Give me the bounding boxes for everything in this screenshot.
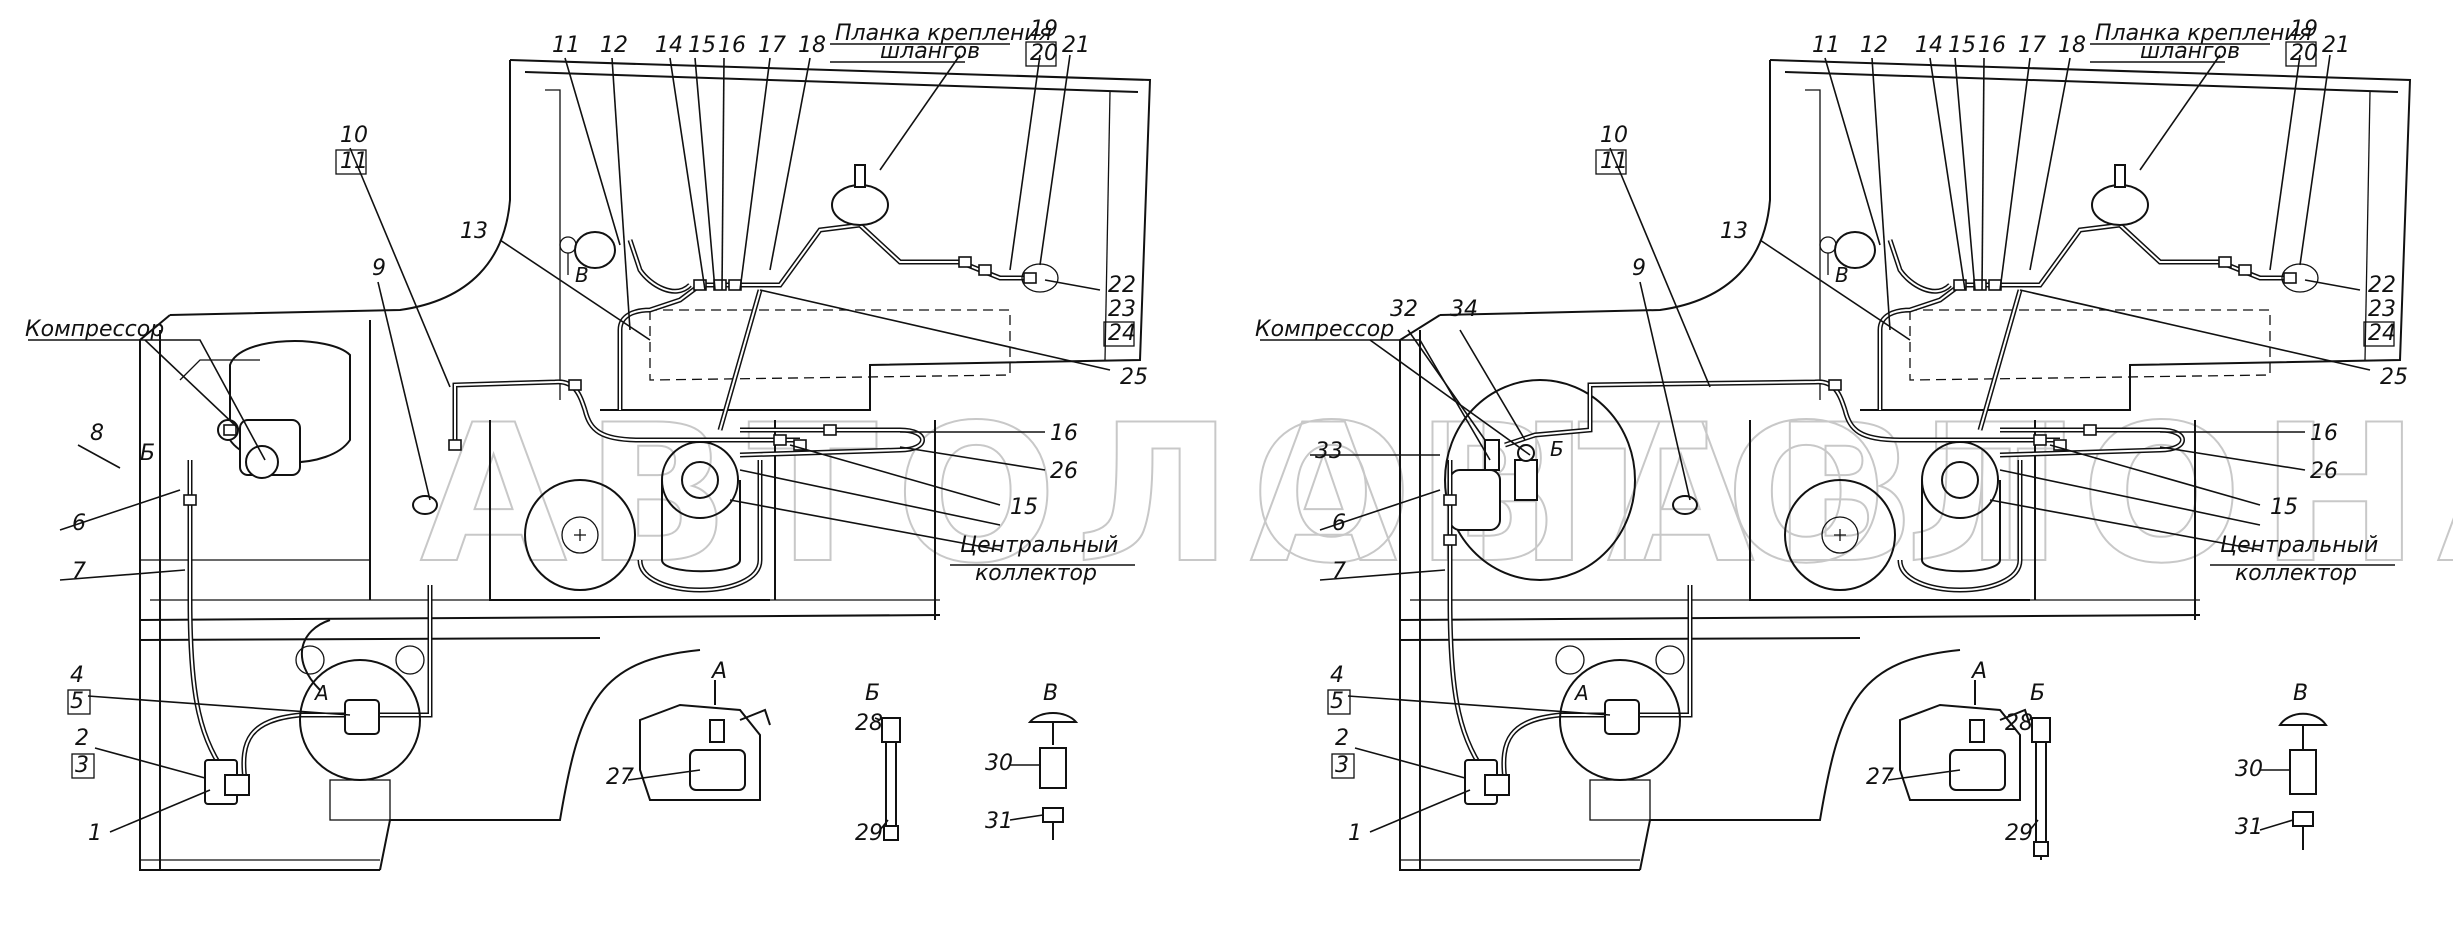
num-21: 21 [1062, 33, 1090, 58]
num-15-right-side: 15 [2270, 495, 2298, 520]
num-3-right: 3 [1335, 753, 1349, 778]
num-3: 3 [75, 753, 89, 778]
num-20-right: 20 [2290, 41, 2318, 66]
num-30-right: 30 [2235, 757, 2263, 782]
label-view-a-marker: А [313, 681, 329, 705]
label-detail-v: В [1043, 681, 1058, 706]
num-25-right: 25 [2380, 365, 2408, 390]
num-14: 14 [655, 33, 683, 58]
label-view-b-marker-right: Б [1550, 437, 1564, 461]
num-17: 17 [758, 33, 786, 58]
num-5-right: 5 [1330, 689, 1344, 714]
num-18: 18 [798, 33, 826, 58]
label-compressor-right: Компрессор [1255, 317, 1394, 342]
label-compressor: Компрессор [25, 317, 164, 342]
num-16-top: 16 [718, 33, 746, 58]
num-1: 1 [88, 821, 102, 846]
wheel-left [524, 479, 636, 591]
num-18-right: 18 [2058, 33, 2086, 58]
label-detail-b: Б [865, 681, 880, 706]
num-4-right: 4 [1330, 663, 1344, 688]
num-28-right: 28 [2005, 711, 2033, 736]
num-31: 31 [985, 809, 1013, 834]
num-2: 2 [75, 726, 89, 751]
label-detail-a-right: А [1970, 659, 1987, 684]
num-24-right: 24 [2368, 321, 2396, 346]
num-7: 7 [72, 559, 86, 584]
num-16-top-right: 16 [1978, 33, 2006, 58]
num-30: 30 [985, 751, 1013, 776]
num-27-right: 27 [1866, 765, 1894, 790]
num-22: 22 [1108, 273, 1136, 298]
num-29: 29 [855, 821, 883, 846]
num-19: 19 [1030, 17, 1058, 42]
label-central-1-right: Центральный [2220, 533, 2378, 558]
num-6-right: 6 [1332, 511, 1346, 536]
num-23: 23 [1108, 297, 1136, 322]
num-17-right: 17 [2018, 33, 2046, 58]
num-16-right-side: 16 [2310, 421, 2338, 446]
num-10: 10 [340, 123, 368, 148]
label-central-2: коллектор [975, 561, 1097, 586]
num-33-right: 33 [1315, 439, 1343, 464]
label-view-v-marker-right: В [1835, 263, 1849, 287]
num-16-right: 16 [1050, 421, 1078, 446]
label-view-v-marker: В [575, 263, 589, 287]
num-14-right: 14 [1915, 33, 1943, 58]
num-12: 12 [600, 33, 628, 58]
num-7-right: 7 [1332, 559, 1346, 584]
num-8: 8 [90, 421, 104, 446]
num-1-right: 1 [1348, 821, 1362, 846]
num-2-right: 2 [1335, 726, 1349, 751]
num-21-right: 21 [2322, 33, 2350, 58]
num-6: 6 [72, 511, 86, 536]
num-26: 26 [1050, 459, 1078, 484]
label-hose-plate-2-right: шлангов [2140, 39, 2240, 64]
num-19-right: 19 [2290, 17, 2318, 42]
num-11-lower: 11 [340, 149, 368, 174]
num-27: 27 [606, 765, 634, 790]
num-12-right: 12 [1860, 33, 1888, 58]
num-15-right: 15 [1010, 495, 1038, 520]
label-central-2-right: коллектор [2235, 561, 2357, 586]
num-28: 28 [855, 711, 883, 736]
label-view-b-marker: Б [140, 441, 155, 466]
num-29-right: 29 [2005, 821, 2033, 846]
num-20: 20 [1030, 41, 1058, 66]
label-detail-b-right: Б [2030, 681, 2045, 706]
num-25: 25 [1120, 365, 1148, 390]
num-31-right: 31 [2235, 815, 2263, 840]
right-diagram: Планка крепления шлангов Компрессор Цент… [1255, 17, 2412, 871]
num-15-top: 15 [688, 33, 716, 58]
label-hose-plate-1: Планка крепления [835, 21, 1052, 46]
num-9: 9 [372, 256, 386, 281]
num-23-right: 23 [2368, 297, 2396, 322]
num-22-right: 22 [2368, 273, 2396, 298]
num-13: 13 [460, 219, 488, 244]
label-central-1: Центральный [960, 533, 1118, 558]
num-11-top-right: 11 [1812, 33, 1840, 58]
label-hose-plate-1-right: Планка крепления [2095, 21, 2312, 46]
num-11-lower-right: 11 [1600, 149, 1628, 174]
num-34-right: 34 [1450, 297, 1478, 322]
num-11-top: 11 [552, 33, 580, 58]
num-32-right: 32 [1390, 297, 1418, 322]
num-5: 5 [70, 689, 84, 714]
label-view-a-marker-right: А [1573, 681, 1589, 705]
num-9-right: 9 [1632, 256, 1646, 281]
watermark-text: АВТОЛОНАВТ [420, 384, 2083, 605]
label-detail-a: А [710, 659, 727, 684]
num-15-top-right: 15 [1948, 33, 1976, 58]
label-hose-plate-2: шлангов [880, 39, 980, 64]
num-13-right: 13 [1720, 219, 1748, 244]
num-10-right: 10 [1600, 123, 1628, 148]
left-diagram: Планка крепления шлангов Компрессор Цент… [25, 17, 1152, 871]
label-detail-v-right: В [2293, 681, 2308, 706]
num-4: 4 [70, 663, 84, 688]
num-24: 24 [1108, 321, 1136, 346]
num-26-right: 26 [2310, 459, 2338, 484]
